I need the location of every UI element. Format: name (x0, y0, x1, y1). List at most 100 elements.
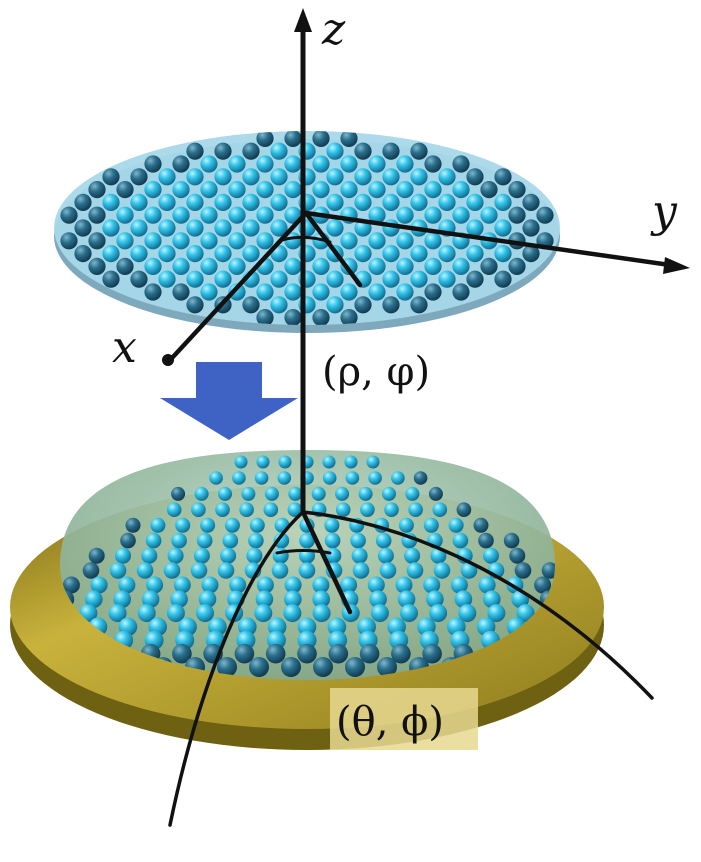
atom (256, 576, 274, 594)
atom (328, 643, 349, 664)
atom (534, 576, 552, 594)
atom (433, 562, 451, 579)
atom (312, 283, 330, 301)
atom (368, 257, 386, 275)
atom (326, 296, 344, 314)
atom (214, 168, 232, 186)
atom (367, 576, 385, 594)
atom (102, 245, 120, 263)
down-arrow-icon (160, 362, 298, 440)
atom (191, 502, 206, 517)
atom (458, 604, 477, 623)
atom (172, 257, 190, 275)
atom (438, 270, 456, 288)
atom (263, 502, 279, 517)
flat-atoms (60, 131, 554, 325)
atom (228, 206, 246, 224)
atom (312, 576, 330, 594)
atom (340, 131, 358, 147)
atom (354, 193, 372, 211)
atom (74, 219, 92, 237)
atom (400, 604, 418, 623)
atom (102, 193, 120, 211)
atom (410, 245, 428, 263)
atom (396, 232, 414, 250)
atom (368, 206, 386, 224)
atom (88, 257, 106, 275)
atom (354, 142, 372, 160)
atom (287, 502, 303, 517)
atom (424, 283, 442, 301)
atom (466, 219, 484, 237)
atom (429, 604, 448, 623)
atom (284, 181, 302, 199)
atom (344, 455, 358, 469)
atom (288, 486, 303, 501)
flat-array (54, 131, 560, 333)
atom (163, 562, 181, 579)
atom (494, 219, 512, 237)
atom (144, 257, 162, 275)
atom (327, 617, 347, 637)
atom (354, 296, 372, 314)
atom (241, 486, 256, 501)
atom (196, 532, 213, 549)
atom (396, 181, 414, 199)
atom (158, 219, 176, 237)
atom (215, 502, 230, 517)
atom (116, 257, 134, 275)
atom (410, 193, 428, 211)
atom (144, 232, 162, 250)
atom (166, 502, 182, 517)
atom (158, 193, 176, 211)
atom (452, 257, 470, 275)
atom (60, 206, 78, 224)
atom (239, 502, 254, 517)
atom (186, 193, 204, 211)
atom (466, 245, 484, 263)
atom (172, 206, 190, 224)
atom (271, 562, 289, 579)
atom (158, 245, 176, 263)
atom (340, 232, 358, 250)
atom (382, 486, 396, 501)
atom (88, 206, 106, 224)
atom (312, 309, 330, 325)
x-axis-label: x (112, 322, 137, 373)
atom (452, 532, 469, 549)
atom (410, 142, 428, 160)
atom (450, 576, 468, 594)
atom (494, 245, 512, 263)
atom (382, 142, 400, 160)
atom (397, 590, 416, 608)
atom (368, 283, 386, 301)
atom (200, 283, 218, 301)
atom (340, 576, 358, 594)
atom (322, 471, 337, 485)
atom (249, 517, 265, 533)
atom (297, 617, 317, 637)
atom (297, 643, 317, 664)
atom (382, 270, 400, 288)
atom (229, 576, 247, 594)
axes (162, 8, 690, 827)
atom (270, 142, 288, 160)
atom (326, 270, 344, 288)
z-axis-arrowhead (294, 8, 312, 32)
atom (60, 232, 78, 250)
atom (130, 219, 148, 237)
lower-angle-arc (275, 549, 332, 555)
atom (432, 502, 448, 517)
atom (494, 270, 512, 288)
atom (522, 245, 540, 263)
atom (312, 590, 331, 608)
atom (242, 193, 260, 211)
atom (508, 257, 526, 275)
atom (312, 181, 330, 199)
atom (391, 643, 411, 664)
atom (284, 155, 302, 173)
atom (144, 155, 162, 173)
atom (246, 547, 263, 564)
atom (242, 142, 260, 160)
atom (438, 245, 456, 263)
